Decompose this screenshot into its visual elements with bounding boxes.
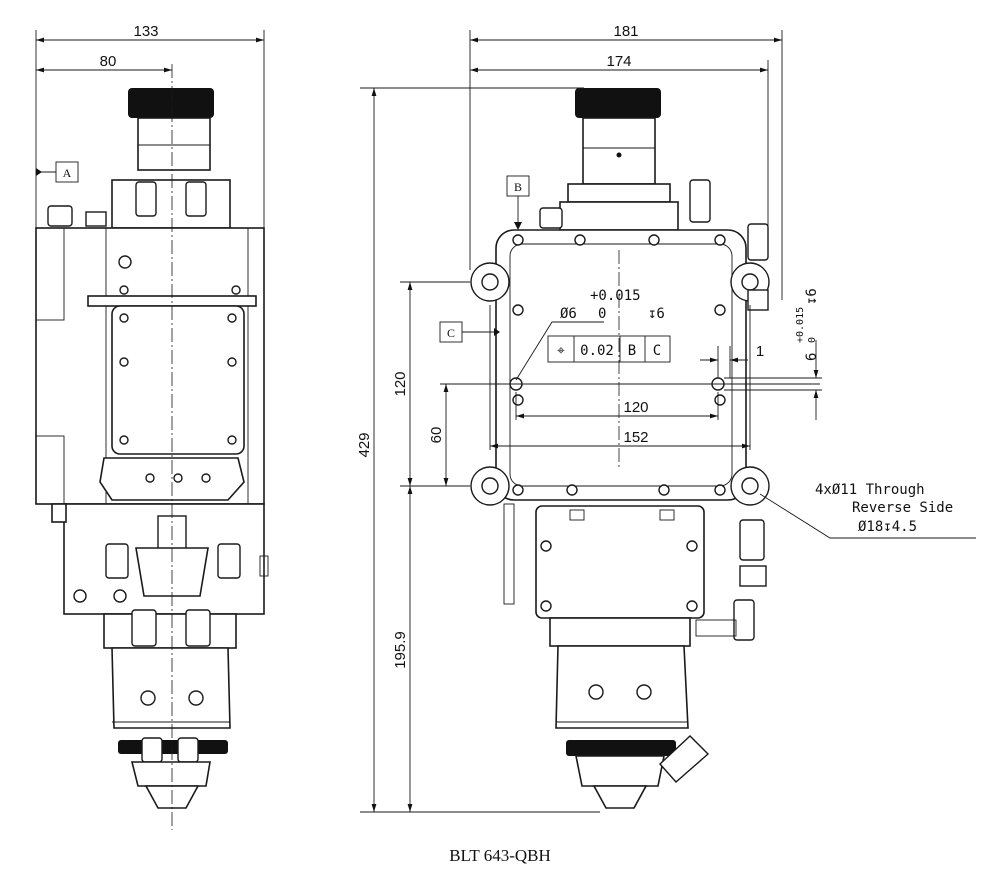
datum-a-label: A	[63, 166, 72, 180]
dim-80-label: 80	[100, 53, 117, 70]
dim-1-label: 1	[756, 343, 764, 360]
lens-housing-front	[555, 645, 689, 729]
upper-tube	[582, 117, 656, 185]
dim-195-9-label: 195.9	[392, 631, 409, 669]
drawing-caption: BLT 643-QBH	[449, 846, 551, 865]
right-front-view	[360, 30, 976, 813]
mount-callout-line1: 4xØ11 Through	[815, 482, 925, 498]
side-tolerance-upper: +0.015	[795, 307, 806, 343]
mount-callout-line3: Ø18↧4.5	[858, 519, 917, 535]
dim-120-vertical-label: 120	[392, 371, 409, 396]
knurled-knob-icon	[128, 88, 214, 118]
lower-block-front	[535, 505, 705, 619]
dim-120-horizontal-label: 120	[623, 399, 648, 416]
dim-429-label: 429	[356, 432, 373, 457]
side-tolerance-lower: 0	[807, 337, 818, 343]
hole-tolerance-upper: +0.015	[590, 288, 641, 304]
dim-152-label: 152	[623, 429, 648, 446]
feature-control-frame	[547, 335, 671, 363]
side-depth-label: ↧6	[804, 288, 820, 305]
main-housing-front	[495, 229, 747, 501]
nozzle-tip-icon	[592, 785, 648, 809]
frame-tolerance-value: 0.02	[580, 343, 614, 359]
coupling-block	[111, 179, 231, 229]
frame-datum-c: C	[653, 343, 661, 359]
lens-housing-side	[111, 647, 231, 729]
datum-c-label: C	[447, 326, 455, 340]
position-symbol-icon: ⌖	[557, 343, 565, 359]
hole-tolerance-lower: 0	[598, 306, 606, 322]
left-side-view	[35, 30, 269, 830]
hole-diameter-label: Ø6	[560, 306, 577, 322]
datum-b-label: B	[514, 180, 522, 194]
dim-133-label: 133	[133, 23, 158, 40]
dim-60-label: 60	[428, 427, 445, 444]
knurled-knob-icon	[575, 88, 661, 118]
dim-174-label: 174	[606, 53, 631, 70]
upper-tube	[137, 117, 211, 171]
mount-callout-line2: Reverse Side	[852, 500, 953, 516]
dim-181-label: 181	[613, 23, 638, 40]
hole-depth-label: ↧6	[648, 306, 665, 322]
frame-datum-b: B	[628, 343, 636, 359]
side-size-label: 6	[804, 353, 820, 361]
cover-plate	[111, 305, 245, 455]
